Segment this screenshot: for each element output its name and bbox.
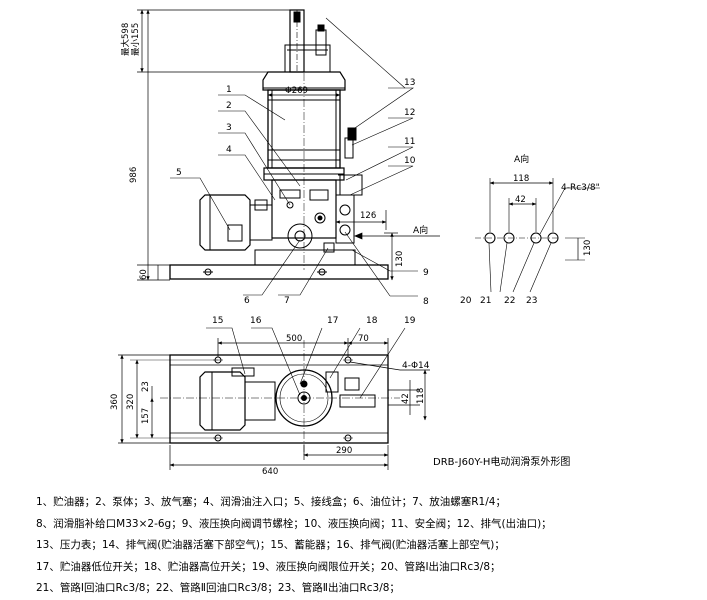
dim-320: 320 <box>126 394 136 410</box>
arrow-a-label: A向 <box>413 224 428 236</box>
callout-6: 6 <box>244 296 250 306</box>
callout-18: 18 <box>366 316 378 326</box>
callout-11: 11 <box>404 137 415 147</box>
top-view <box>160 340 400 455</box>
top-view-labels: 15 16 17 18 19 500 70 360 320 157 23 42 … <box>110 316 430 477</box>
callout-12: 12 <box>404 108 415 118</box>
dim-118-top: 118 <box>416 388 426 404</box>
legend-line: 13、压力表；14、排气阀(贮油器活塞下部空气)；15、蓄能器；16、排气阀(贮… <box>36 539 505 551</box>
dim-42-a: 42 <box>515 195 526 205</box>
callout-22: 22 <box>504 296 515 306</box>
callout-8: 8 <box>423 297 429 307</box>
side-view <box>169 9 389 280</box>
legend-line: 8、润滑脂补给口M33×2-6g；9、液压换向阀调节螺栓；10、液压换向阀；11… <box>36 517 552 530</box>
dim-130-a: 130 <box>583 240 593 256</box>
dim-126: 126 <box>360 211 376 221</box>
legend-line: 1、贮油器；2、泵体；3、放气塞；4、润滑油注入口；5、接线盒；6、油位计；7、… <box>36 496 506 508</box>
dim-118-a: 118 <box>513 174 529 184</box>
thread-label: 4-Rc3/8" <box>561 183 600 193</box>
top-view-dimensions <box>118 338 430 470</box>
dim-157: 157 <box>141 408 151 424</box>
callout-4: 4 <box>226 145 232 155</box>
callout-10: 10 <box>404 156 416 166</box>
dim-640: 640 <box>262 467 278 477</box>
callout-2: 2 <box>226 101 232 111</box>
dim-986: 986 <box>129 167 139 183</box>
dim-290: 290 <box>336 446 352 456</box>
callout-15: 15 <box>212 316 223 326</box>
dim-42-top: 42 <box>401 393 411 404</box>
callout-7: 7 <box>284 296 290 306</box>
legend-line: 21、管路Ⅰ回油口Rc3/8；22、管路Ⅱ回油口Rc3/8；23、管路Ⅱ出油口R… <box>36 582 400 594</box>
a-view-labels: A向 118 42 130 4-Rc3/8" 20 21 22 23 <box>460 153 600 306</box>
a-view <box>475 178 600 293</box>
callout-17: 17 <box>327 316 338 326</box>
callout-21: 21 <box>480 296 491 306</box>
top-view-callout-lines <box>206 327 406 399</box>
callout-9: 9 <box>423 268 429 278</box>
dim-min-155: 最小155 <box>130 23 141 56</box>
callout-23: 23 <box>526 296 537 306</box>
drawing-caption: DRB-J60Y-H电动润滑泵外形图 <box>433 457 571 468</box>
dim-70: 70 <box>358 334 369 344</box>
dim-max-598: 最大598 <box>120 23 131 56</box>
callout-16: 16 <box>250 316 262 326</box>
legend-line: 17、贮油器低位开关；18、贮油器高位开关；19、液压换向阀限位开关；20、管路… <box>36 560 501 573</box>
dim-500: 500 <box>286 334 302 344</box>
pump-outline-drawing: 最大598 最小155 986 60 Φ269 126 130 A向 1 2 3… <box>110 9 600 477</box>
dim-60: 60 <box>139 269 149 280</box>
callout-5: 5 <box>176 168 182 178</box>
side-view-dimension-text: 最大598 最小155 986 60 Φ269 126 130 A向 <box>120 23 428 280</box>
callout-19: 19 <box>404 316 416 326</box>
dim-130-side: 130 <box>395 251 405 267</box>
dim-23: 23 <box>141 381 151 392</box>
hole-label: 4-Φ14 <box>402 361 430 371</box>
side-view-dimensions <box>137 9 440 281</box>
side-view-callout-lines <box>170 17 418 297</box>
callout-1: 1 <box>226 85 232 95</box>
dim-phi269: Φ269 <box>285 86 308 96</box>
callout-13: 13 <box>404 78 415 88</box>
callout-3: 3 <box>226 123 232 133</box>
callout-20: 20 <box>460 296 472 306</box>
side-view-callouts: 1 2 3 4 5 6 7 8 9 10 11 12 13 <box>176 78 429 307</box>
parts-legend: 1、贮油器；2、泵体；3、放气塞；4、润滑油注入口；5、接线盒；6、油位计；7、… <box>36 492 696 600</box>
a-view-title: A向 <box>514 153 529 165</box>
dim-360: 360 <box>110 394 120 410</box>
